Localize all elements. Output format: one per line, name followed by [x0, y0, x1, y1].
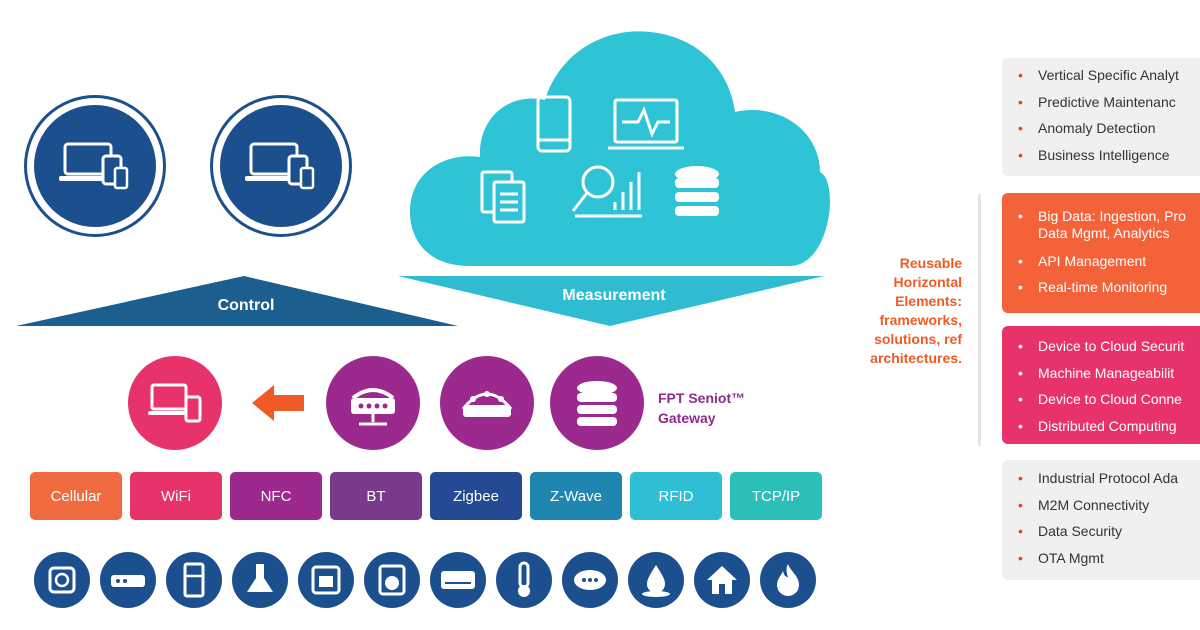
documents-icon	[480, 170, 526, 224]
control-banner	[16, 276, 458, 326]
database-icon	[577, 381, 617, 426]
protocol-rfid: RFID	[630, 472, 722, 520]
list-item: M2M Connectivity	[1016, 497, 1200, 513]
socket-icon	[34, 552, 90, 608]
list-item: Big Data: Ingestion, Pro Data Mgmt, Anal…	[1016, 208, 1200, 242]
cloud-shape	[410, 31, 830, 266]
measurement-label: Measurement	[562, 287, 666, 304]
phone-icon	[536, 95, 572, 153]
list-item: API Management	[1016, 253, 1200, 269]
protocol-cellular: Cellular	[30, 472, 122, 520]
list-item: Device to Cloud Conne	[1016, 391, 1200, 407]
reusable-line1: Reusable	[899, 255, 962, 271]
security-panel: Device to Cloud Securit Machine Manageab…	[1002, 326, 1200, 444]
network-hub-icon	[461, 391, 513, 417]
gateway-storage-circle	[550, 356, 644, 450]
monitor-pulse-icon	[608, 98, 684, 150]
reusable-elements-label: Reusable Horizontal Elements: frameworks…	[848, 254, 962, 368]
oven-icon	[298, 552, 354, 608]
gateway-network-circle	[440, 356, 534, 450]
protocol-tcpip: TCP/IP	[730, 472, 822, 520]
device-circle-2	[210, 95, 352, 237]
laptop-tablet-phone-icon	[245, 142, 315, 190]
home-icon	[694, 552, 750, 608]
router-icon	[351, 388, 395, 426]
reusable-line2: Horizontal	[893, 274, 962, 290]
bracket-line	[978, 194, 981, 446]
analytics-panel: Vertical Specific Analyt Predictive Main…	[1002, 58, 1200, 176]
fridge-icon	[166, 552, 222, 608]
control-label: Control	[217, 297, 275, 314]
protocol-zigbee: Zigbee	[430, 472, 522, 520]
list-item: Business Intelligence	[1016, 147, 1200, 163]
list-item: OTA Mgmt	[1016, 550, 1200, 566]
router-icon	[100, 552, 156, 608]
laptop-phone-icon	[148, 383, 202, 423]
list-item: Data Security	[1016, 523, 1200, 539]
protocol-zwave: Z-Wave	[530, 472, 622, 520]
range-hood-icon	[232, 552, 288, 608]
list-item: Predictive Maintenanc	[1016, 94, 1200, 110]
gateway-label-line2: Gateway	[658, 410, 716, 426]
list-item: Industrial Protocol Ada	[1016, 470, 1200, 486]
washing-machine-icon	[364, 552, 420, 608]
analytics-search-icon	[571, 165, 642, 218]
thermometer-icon	[496, 552, 552, 608]
smoke-detector-icon	[562, 552, 618, 608]
reusable-line6: architectures.	[870, 350, 962, 366]
list-item: Machine Manageabilit	[1016, 365, 1200, 381]
list-item: Real-time Monitoring	[1016, 279, 1200, 295]
list-item: Anomaly Detection	[1016, 120, 1200, 136]
protocol-nfc: NFC	[230, 472, 322, 520]
protocol-bt: BT	[330, 472, 422, 520]
gateway-label-line1: FPT Seniot™	[658, 390, 746, 406]
reusable-line5: solutions, ref	[874, 331, 962, 347]
platform-panel: Big Data: Ingestion, Pro Data Mgmt, Anal…	[1002, 193, 1200, 313]
protocol-wifi: WiFi	[130, 472, 222, 520]
list-item: Distributed Computing	[1016, 418, 1200, 434]
list-item: Vertical Specific Analyt	[1016, 67, 1200, 83]
reusable-line3: Elements:	[895, 293, 962, 309]
arrow-left-icon	[252, 385, 304, 421]
list-item: Device to Cloud Securit	[1016, 338, 1200, 354]
reusable-line4: frameworks,	[879, 312, 962, 328]
client-device-circle	[128, 356, 222, 450]
connectivity-panel: Industrial Protocol Ada M2M Connectivity…	[1002, 460, 1200, 580]
database-icon	[675, 166, 719, 216]
air-conditioner-icon	[430, 552, 486, 608]
fire-icon	[760, 552, 816, 608]
laptop-tablet-phone-icon	[59, 142, 129, 190]
gateway-router-circle	[326, 356, 420, 450]
measurement-banner	[398, 276, 824, 326]
water-leak-icon	[628, 552, 684, 608]
device-circle-1	[24, 95, 166, 237]
gateway-label: FPT Seniot™ Gateway	[658, 388, 745, 428]
